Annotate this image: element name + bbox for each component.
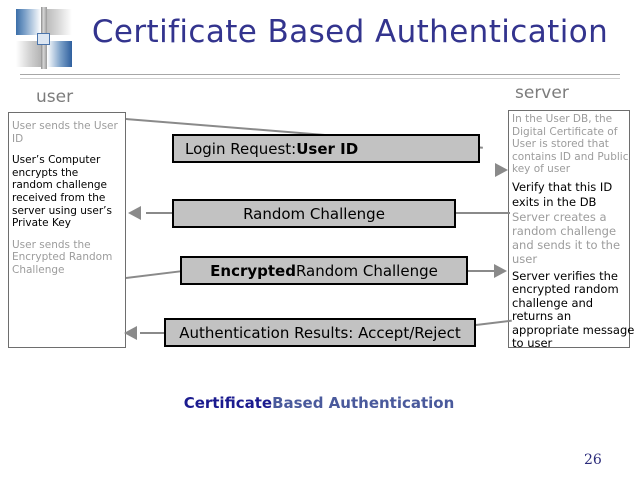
company-logo-icon [16,7,72,69]
flow-line-4b [475,319,512,326]
caption-rest-part: Based Authentication [272,394,455,412]
flow-line-2b [456,212,510,214]
message-4-text: Authentication Results: Accept/Reject [179,323,461,342]
message-1-bold: User ID [296,139,359,158]
message-3-suffix: Random Challenge [295,261,438,280]
slide-title: Certificate Based Authentication [91,14,609,50]
server-lifeline-panel [508,110,630,348]
message-box-encrypted-random-challenge[interactable]: Encrypted Random Challenge [180,256,468,285]
flow-line-3b [468,270,500,272]
message-2-text: Random Challenge [243,204,385,223]
message-3-bold: Encrypted [210,261,296,280]
server-panel-text-group: In the User DB, the Digital Certificate … [512,113,636,351]
header-divider-lower [20,78,620,79]
server-note-4: Server verifies the encrypted random cha… [512,268,635,351]
message-box-authentication-results[interactable]: Authentication Results: Accept/Reject [164,318,476,347]
server-note-1: In the User DB, the Digital Certificate … [512,113,629,176]
flow-line-2a [146,212,176,214]
flow-line-3a [125,269,184,279]
spacer [12,145,122,154]
server-note-3: Server creates a random challenge and se… [512,209,621,266]
user-lifeline-panel [8,112,126,348]
slide-caption: CertificateBased Authentication [0,394,638,412]
page-number: 26 [584,452,602,468]
flow-arrowhead-1 [495,163,508,177]
flow-arrowhead-4 [124,326,137,340]
user-note-3: User sends the Encrypted Random Challeng… [12,238,113,276]
message-box-random-challenge[interactable]: Random Challenge [172,199,456,228]
logo-center-hub [37,33,50,45]
flow-arrowhead-2 [128,206,141,220]
actor-label-server: server [515,83,569,103]
logo-quadrant-bottom-right [47,41,72,67]
caption-bold-part: Certificate [183,394,273,412]
user-panel-text-group: User sends the User ID User’s Computer e… [12,120,122,277]
actor-label-user: user [36,87,74,107]
flow-line-4a [140,332,168,334]
user-note-2: User’s Computer encrypts the random chal… [12,154,112,230]
message-box-login-request[interactable]: Login Request: User ID [172,134,480,163]
user-note-1: User sends the User ID [12,120,118,145]
logo-quadrant-top-left [16,9,41,35]
logo-quadrant-top-right [47,9,72,35]
flow-arrowhead-3 [494,264,507,278]
logo-quadrant-bottom-left [16,41,41,67]
spacer [12,230,122,239]
message-1-prefix: Login Request: [185,139,297,158]
server-note-2: Verify that this ID exits in the DB [512,179,613,209]
header-divider-upper [20,74,620,75]
